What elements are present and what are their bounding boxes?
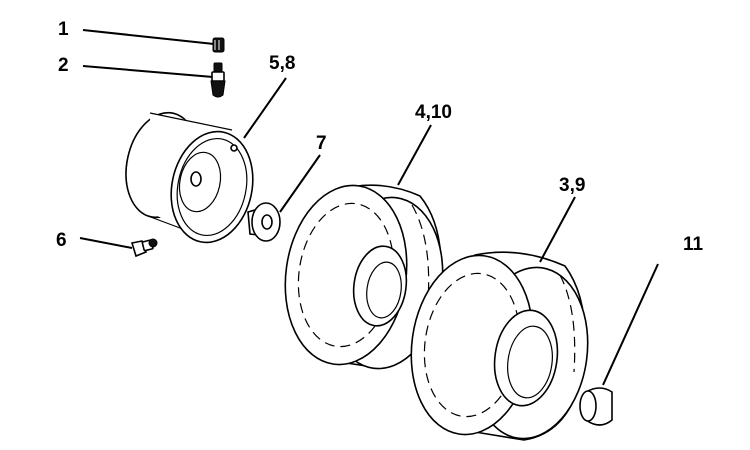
callout-2: 2 xyxy=(58,55,69,76)
part-5-8-rim: 5,8 xyxy=(125,53,295,244)
part-2-valve-stem: 2 xyxy=(58,55,226,98)
part-11-hub-cap: 11 xyxy=(579,234,704,426)
leader-line-1 xyxy=(82,29,215,45)
callout-11: 11 xyxy=(683,234,704,255)
leader-line-5-8 xyxy=(243,77,287,139)
callout-5-8: 5,8 xyxy=(269,53,295,74)
leader-line-6 xyxy=(79,237,133,249)
callout-6: 6 xyxy=(56,230,67,251)
callout-3-9: 3,9 xyxy=(559,175,585,196)
leader-line-4-10 xyxy=(397,124,432,186)
leader-line-11 xyxy=(602,263,659,386)
part-1-valve-cap: 1 xyxy=(58,19,225,53)
callout-4-10: 4,10 xyxy=(415,102,452,123)
leader-line-7 xyxy=(279,154,321,213)
part-6-grease-fitting: 6 xyxy=(56,230,158,258)
part-3-9-tire: 3,9 xyxy=(410,175,589,441)
callout-7: 7 xyxy=(316,133,327,154)
leader-line-2 xyxy=(82,65,214,78)
part-4-10-tire: 4,10 xyxy=(284,102,452,370)
leader-line-3-9 xyxy=(539,196,576,263)
part-7-bushing: 7 xyxy=(247,133,327,242)
callout-1: 1 xyxy=(58,19,69,40)
